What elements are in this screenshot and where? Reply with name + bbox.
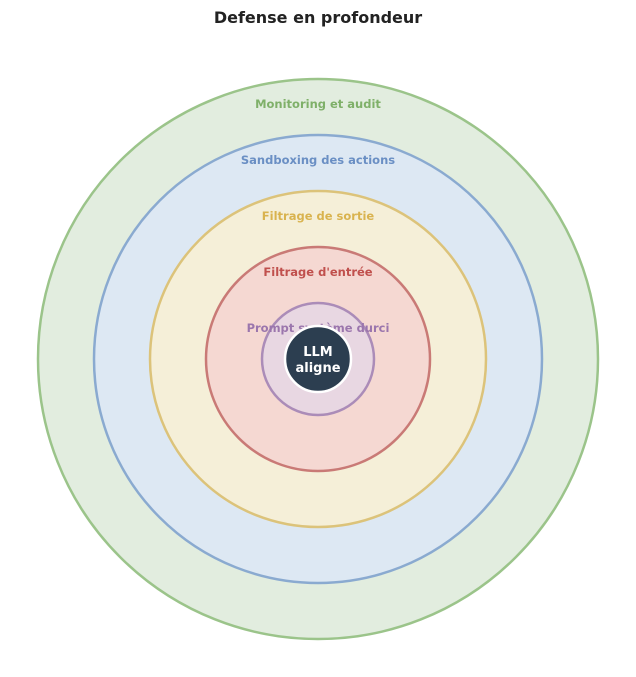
diagram-title: Defense en profondeur <box>213 8 423 27</box>
core-label-line2: aligne <box>295 361 340 376</box>
core-circle <box>283 324 353 394</box>
layer-label-1: Monitoring et audit <box>255 97 381 111</box>
layer-label-4: Filtrage d'entrée <box>263 265 372 279</box>
layer-label-3: Filtrage de sortie <box>262 209 375 223</box>
layer-label-2: Sandboxing des actions <box>241 153 395 167</box>
core-label-line1: LLM <box>303 345 333 360</box>
core-llm: LLM aligne <box>283 324 353 394</box>
